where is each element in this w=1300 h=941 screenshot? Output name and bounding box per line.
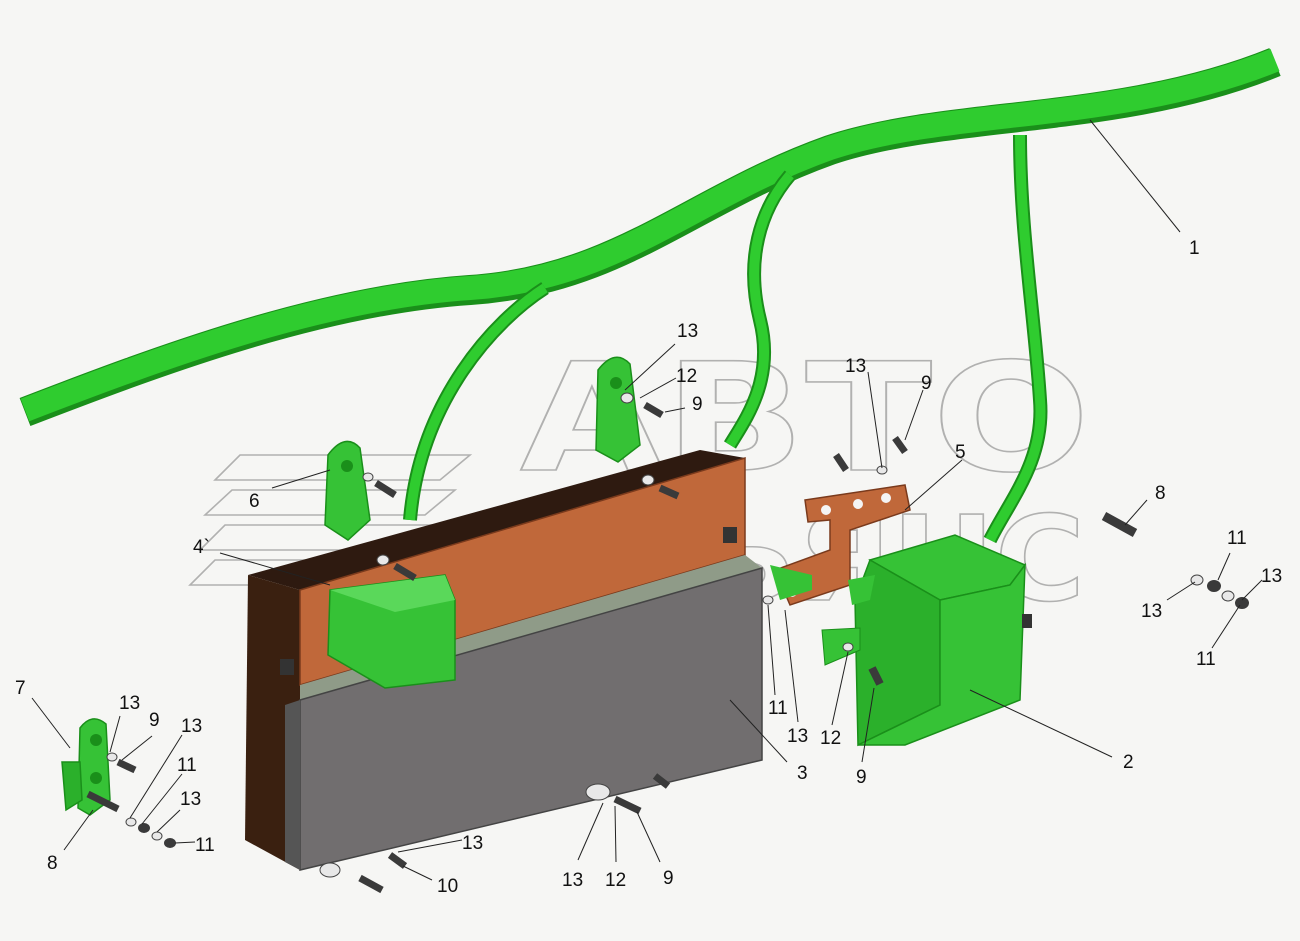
- fasteners-left: [86, 752, 176, 848]
- callout-4: 4`: [193, 537, 210, 558]
- callouts: 1 2 3 4` 5 6 7 8 8 9 9 9 9 9 10 11 11 11…: [15, 238, 1282, 897]
- bolt-module: [842, 614, 1032, 686]
- bolt-right-8: [1101, 512, 1138, 537]
- callout-12-upper: 12: [676, 366, 697, 387]
- main-unit: [245, 450, 763, 871]
- callout-3: 3: [797, 763, 808, 784]
- fasteners-bottom: [319, 595, 774, 894]
- callout-12-bottom: 12: [605, 870, 626, 891]
- callout-13-left-b: 13: [181, 716, 202, 737]
- wiring-harness: [19, 48, 1281, 544]
- callout-9-bottom: 9: [663, 868, 674, 889]
- callout-13-bracket: 13: [845, 356, 866, 377]
- module: [821, 534, 1027, 747]
- callout-5: 5: [955, 442, 966, 463]
- callout-11-left-upper: 11: [177, 755, 197, 776]
- callout-6: 6: [249, 491, 260, 512]
- callout-9-module: 9: [856, 767, 867, 788]
- mounting-brackets: [61, 356, 641, 816]
- callout-9-left: 9: [149, 710, 160, 731]
- bolt-upper-center: [620, 392, 680, 500]
- fasteners: [86, 392, 1249, 894]
- callout-13-below-bracket: 13: [787, 726, 808, 747]
- callout-8-right: 8: [1155, 483, 1166, 504]
- callout-13-right-b: 13: [1141, 601, 1162, 622]
- callout-11-left-lower: 11: [195, 835, 215, 856]
- callout-10: 10: [437, 876, 458, 897]
- callout-13-bottom-a: 13: [462, 833, 483, 854]
- nuts-right: [1190, 574, 1249, 609]
- callout-13-left-a: 13: [119, 693, 140, 714]
- callout-7: 7: [15, 678, 26, 699]
- bracket-assembly: [770, 484, 911, 606]
- leader-lines: [31, 119, 1263, 881]
- callout-9-bracket: 9: [921, 373, 932, 394]
- callout-2: 2: [1123, 752, 1134, 773]
- callout-9-upper: 9: [692, 394, 703, 415]
- bolt-bracket-top: [833, 435, 908, 475]
- callout-13-left-c: 13: [180, 789, 201, 810]
- callout-8-left: 8: [47, 853, 58, 874]
- bolt-upper-left: [362, 472, 417, 582]
- callout-11-right-bottom: 11: [1196, 649, 1216, 670]
- callout-1: 1: [1189, 238, 1200, 259]
- callout-12-module: 12: [820, 728, 841, 749]
- callout-13-right-a: 13: [1261, 566, 1282, 587]
- callout-13-upper: 13: [677, 321, 698, 342]
- callout-11-right-top: 11: [1227, 528, 1247, 549]
- callout-11-bracket: 11: [768, 698, 788, 719]
- callout-13-bottom-b: 13: [562, 870, 583, 891]
